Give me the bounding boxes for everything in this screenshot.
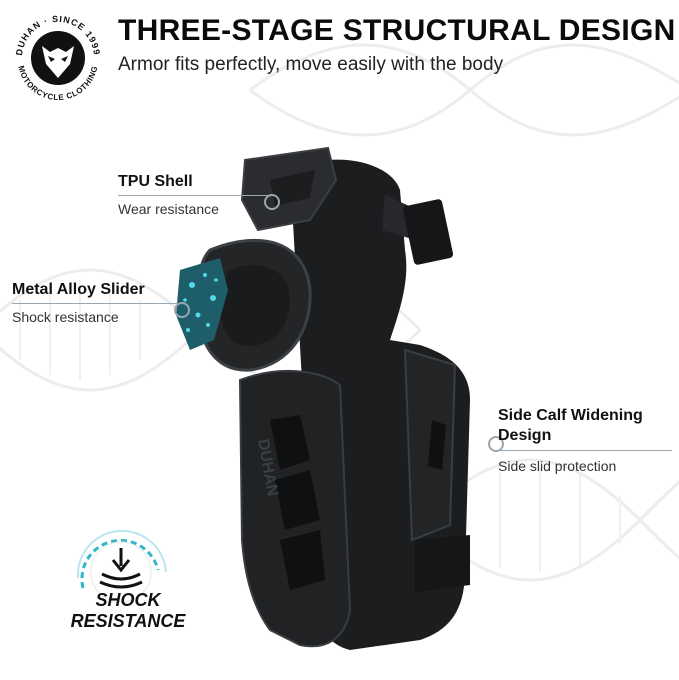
side-pointer-ring: [488, 436, 504, 452]
callout-side-name-line2: Design: [498, 427, 552, 444]
page-title: THREE-STAGE STRUCTURAL DESIGN: [118, 14, 676, 47]
callout-side-calf: Side Calf Widening Design Side slid prot…: [498, 406, 672, 475]
callout-metal-name: Metal Alloy Slider: [12, 281, 145, 298]
metal-pointer-ring: [174, 302, 190, 318]
callout-side-divider: [498, 450, 672, 451]
tpu-pointer-ring: [264, 194, 280, 210]
callout-metal-desc: Shock resistance: [12, 309, 119, 325]
shock-absorb-icon: [76, 529, 167, 603]
callout-tpu-desc: Wear resistance: [118, 201, 219, 217]
callout-metal-divider: [12, 303, 180, 304]
shock-label-line1: SHOCK: [95, 590, 161, 610]
callout-metal-slider: Metal Alloy Slider Shock resistance: [12, 280, 180, 326]
callout-tpu-shell: TPU Shell Wear resistance: [118, 172, 268, 218]
page-subtitle: Armor fits perfectly, move easily with t…: [118, 54, 504, 75]
callout-side-name-line1: Side Calf Widening: [498, 407, 643, 424]
knee-pad-image: DUHAN: [176, 146, 470, 650]
callout-tpu-divider: [118, 195, 268, 196]
brand-logo: DUHAN · SINCE 1999 MOTORCYCLE CLOTHING: [14, 14, 101, 102]
shock-resistance-label: SHOCK RESISTANCE: [58, 590, 198, 632]
callout-side-desc: Side slid protection: [498, 458, 617, 474]
shock-label-line2: RESISTANCE: [70, 611, 186, 631]
callout-tpu-name: TPU Shell: [118, 173, 193, 190]
